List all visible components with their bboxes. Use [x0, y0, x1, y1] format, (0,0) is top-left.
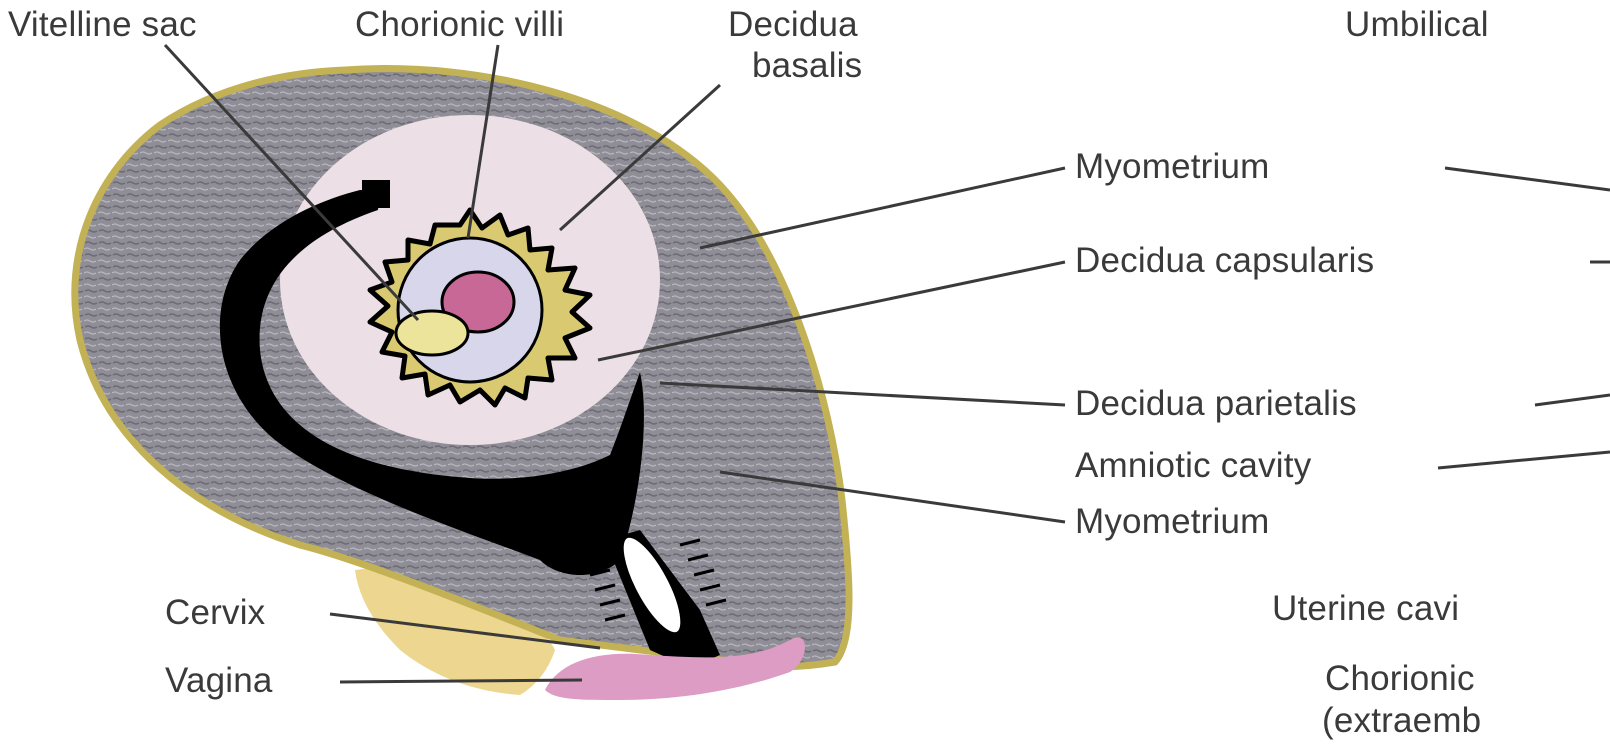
- label-uterine-cavity: Uterine cavi: [1272, 590, 1459, 628]
- yolk-sac: [396, 311, 468, 355]
- label-extraemb: (extraemb: [1322, 702, 1481, 740]
- label-decidua-capsularis: Decidua capsularis: [1075, 242, 1374, 280]
- label-decidua-basalis-line2: basalis: [752, 47, 862, 85]
- label-amniotic-cavity: Amniotic cavity: [1075, 447, 1311, 485]
- label-decidua-parietalis: Decidua parietalis: [1075, 385, 1357, 423]
- label-cervix: Cervix: [165, 594, 265, 632]
- label-decidua-basalis-line1: Decidua: [728, 6, 858, 44]
- label-chorionic: Chorionic: [1325, 660, 1475, 698]
- label-umbilical: Umbilical: [1345, 6, 1489, 44]
- label-vagina: Vagina: [165, 662, 273, 700]
- label-vitelline-sac: Vitelline sac: [8, 6, 197, 44]
- label-chorionic-villi: Chorionic villi: [355, 6, 564, 44]
- label-myometrium-top: Myometrium: [1075, 148, 1270, 186]
- label-myometrium-bottom: Myometrium: [1075, 503, 1270, 541]
- cavity-tip: [362, 180, 390, 208]
